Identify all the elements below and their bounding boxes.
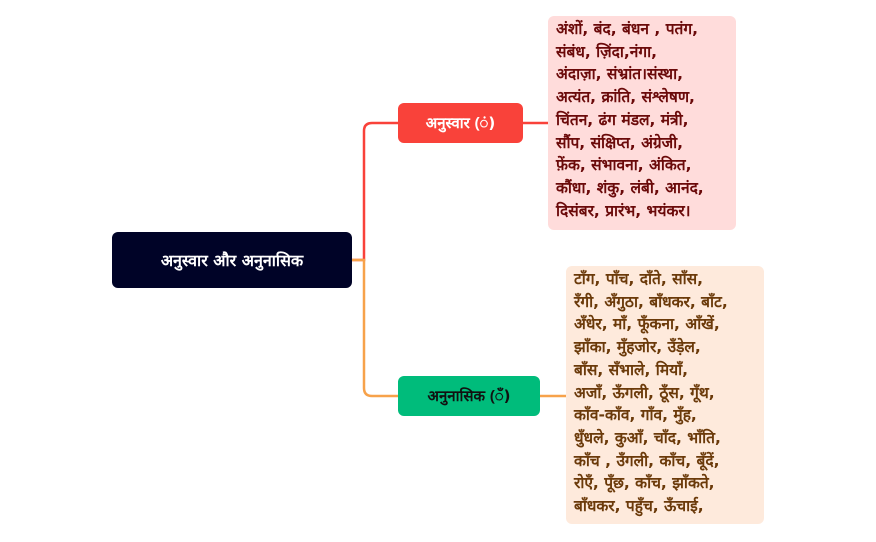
example-line: टाँग, पाँच, दाँते, साँस,	[574, 270, 704, 288]
example-line: संबंध, ज़िंदा,नंगा,	[556, 42, 658, 61]
example-line: बाँस, सँभाले, मियाँ,	[574, 360, 688, 379]
example-line: झाँका, मुँहजोर, उँड़ेल,	[574, 338, 701, 357]
root-node[interactable]: अनुस्वार और अनुनासिक	[112, 232, 352, 288]
branch-node-anunasik[interactable]: अनुनासिक (ँ)	[398, 376, 540, 416]
branch-node-anusvar[interactable]: अनुस्वार (ं)	[398, 103, 523, 143]
example-line: सौंप, संक्षिप्त, अंग्रेजी,	[556, 133, 684, 152]
leaf-anunasik-examples[interactable]: टाँग, पाँच, दाँते, साँस, रँगी, अँगुठा, ब…	[566, 266, 764, 524]
example-line: रँगी, अँगुठा, बाँधकर, बाँट,	[574, 292, 728, 311]
example-line: अजाँ, ऊँगली, ठूँस, गूँथ,	[574, 383, 715, 402]
root-label: अनुस्वार और अनुनासिक	[160, 251, 304, 270]
example-line: फ़ेंक, संभावना, अंकित,	[556, 156, 692, 175]
branch-label: अनुस्वार (ं)	[425, 114, 496, 132]
example-line: धुँधले, कुआँ, चाँद, भाँति,	[574, 428, 721, 447]
example-line: रोएँ, पूँछ, काँच, झाँकते,	[574, 474, 715, 493]
branch-label: अनुनासिक (ँ)	[427, 387, 511, 405]
example-line: काँच , उँगली, काँच, बूँदें,	[574, 451, 720, 470]
example-line: चिंतन, ढंग मंडल, मंत्री,	[556, 110, 689, 129]
example-line: काँव-काँव, गाँव, मुँह,	[574, 406, 697, 425]
example-line: कौंधा, शंकु, लंबी, आनंद,	[556, 178, 704, 197]
example-line: अंशों, बंद, बंधन , पतंग,	[556, 20, 698, 38]
example-line: अत्यंत, क्रांति, संश्लेषण,	[556, 88, 695, 107]
example-line: बाँधकर, पहुँच, ऊँचाई,	[574, 497, 704, 516]
example-line: अंदाज़ा, संभ्रांत।संस्था,	[556, 65, 683, 84]
example-line: दिसंबर, प्रारंभ, भयंकर।	[556, 201, 691, 220]
example-line: अँधेर, माँ, फूँकना, आँखें,	[574, 315, 720, 334]
leaf-anusvar-examples[interactable]: अंशों, बंद, बंधन , पतंग, संबंध, ज़िंदा,न…	[548, 16, 736, 230]
